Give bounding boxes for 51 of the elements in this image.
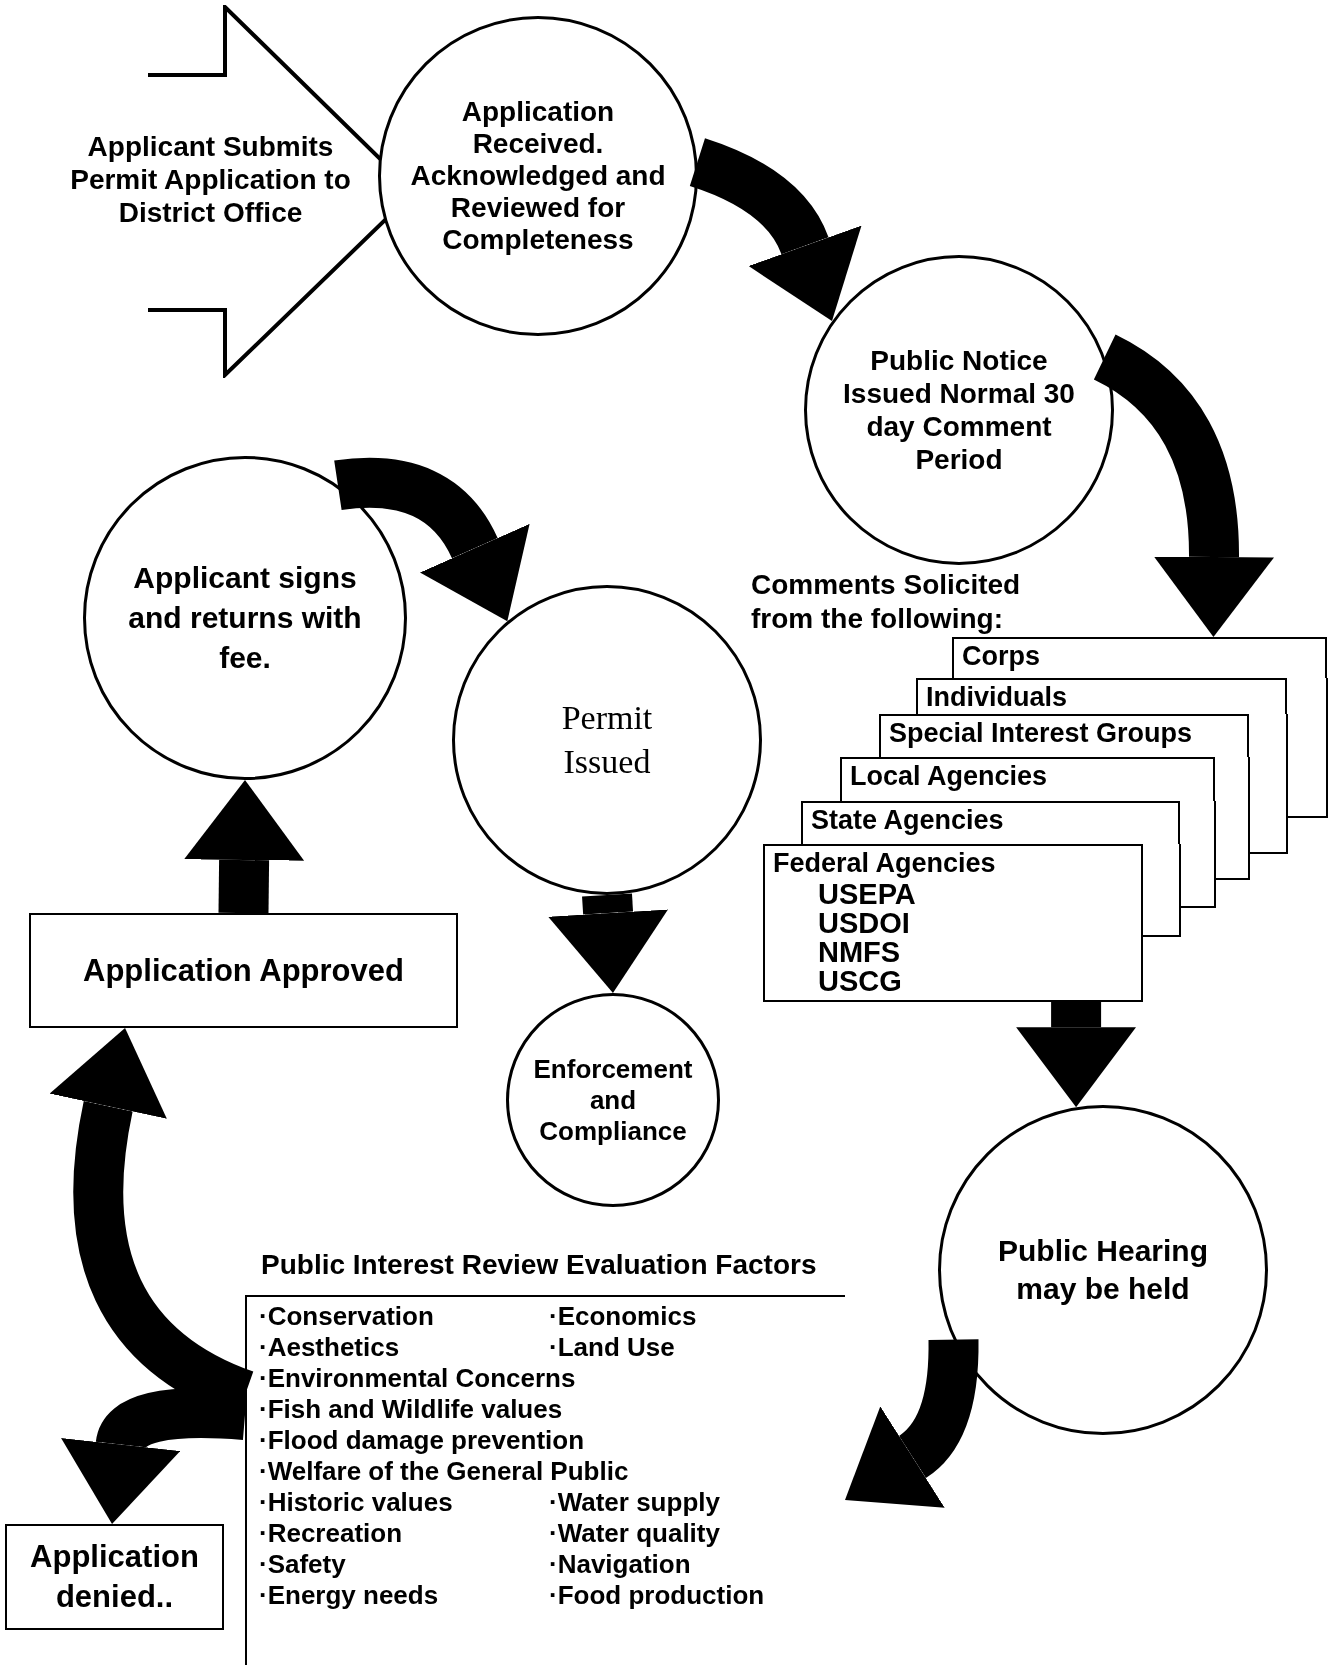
agency-card [879,714,1249,757]
agency-name: USDOI [817,909,911,938]
factor-item: ·Food production [549,1580,766,1611]
agency-card [763,844,1143,1002]
card-title: Local Agencies [850,760,1049,793]
step-text: Enforcement and Compliance [532,1053,694,1147]
step-text: Public Hearing may be held [996,1233,1209,1307]
step-box [5,1524,224,1630]
heading: Public Interest Review Evaluation Factors [260,1248,818,1282]
factor-item: ·Water quality [549,1518,721,1549]
agency-name: NMFS [817,938,902,967]
factor-item: ·Welfare of the General Public [259,1456,630,1487]
factor-item: ·Historic values [259,1487,454,1518]
step-text: Applicant signs and returns with fee. [127,560,363,676]
card-title: Special Interest Groups [889,717,1194,750]
flow-arrow [1016,1002,1137,1108]
card-title: State Agencies [811,804,1005,837]
agency-card [916,678,1287,714]
agency-card [952,637,1327,678]
step-text: Application Approved [83,951,404,990]
step-text: Permit Issued [560,698,654,782]
step-text: Applicant Submits Permit Application to District Office [70,131,351,228]
step-text: Public Notice Issued Normal 30 day Comment Period [842,344,1076,476]
factor-item: ·Economics [549,1301,698,1332]
flow-arrow [184,780,305,914]
factor-item: ·Aesthetics [259,1332,401,1363]
heading: Comments Solicited from the following: [751,568,1022,636]
card-title: Corps [962,640,1041,673]
factor-item: ·Fish and Wildlife values [259,1394,564,1425]
agency-name: USCG [817,967,903,996]
agency-card [840,757,1215,801]
step-text: Application denied.. [29,1538,200,1616]
card-title: Individuals [926,681,1069,714]
card-title: Federal Agencies [773,847,997,880]
step-text: Application Received. Acknowledged and Reviewed for Completeness [409,96,667,256]
factor-item: ·Conservation [259,1301,435,1332]
agency-name: USEPA [817,880,917,909]
step-box [29,913,458,1028]
factor-item: ·Environmental Concerns [259,1363,577,1394]
factor-item: ·Recreation [259,1518,404,1549]
factor-item: ·Navigation [549,1549,692,1580]
flow-arrow [335,457,529,620]
flow-arrow [847,1339,979,1506]
flow-arrow [548,893,668,993]
factor-item: ·Water supply [549,1487,721,1518]
factor-item: ·Energy needs [259,1580,440,1611]
agency-card [801,801,1180,844]
flow-arrow [62,1388,247,1523]
factor-item: ·Land Use [549,1332,676,1363]
factor-item: ·Flood damage prevention [259,1425,586,1456]
factor-item: ·Safety [259,1549,347,1580]
